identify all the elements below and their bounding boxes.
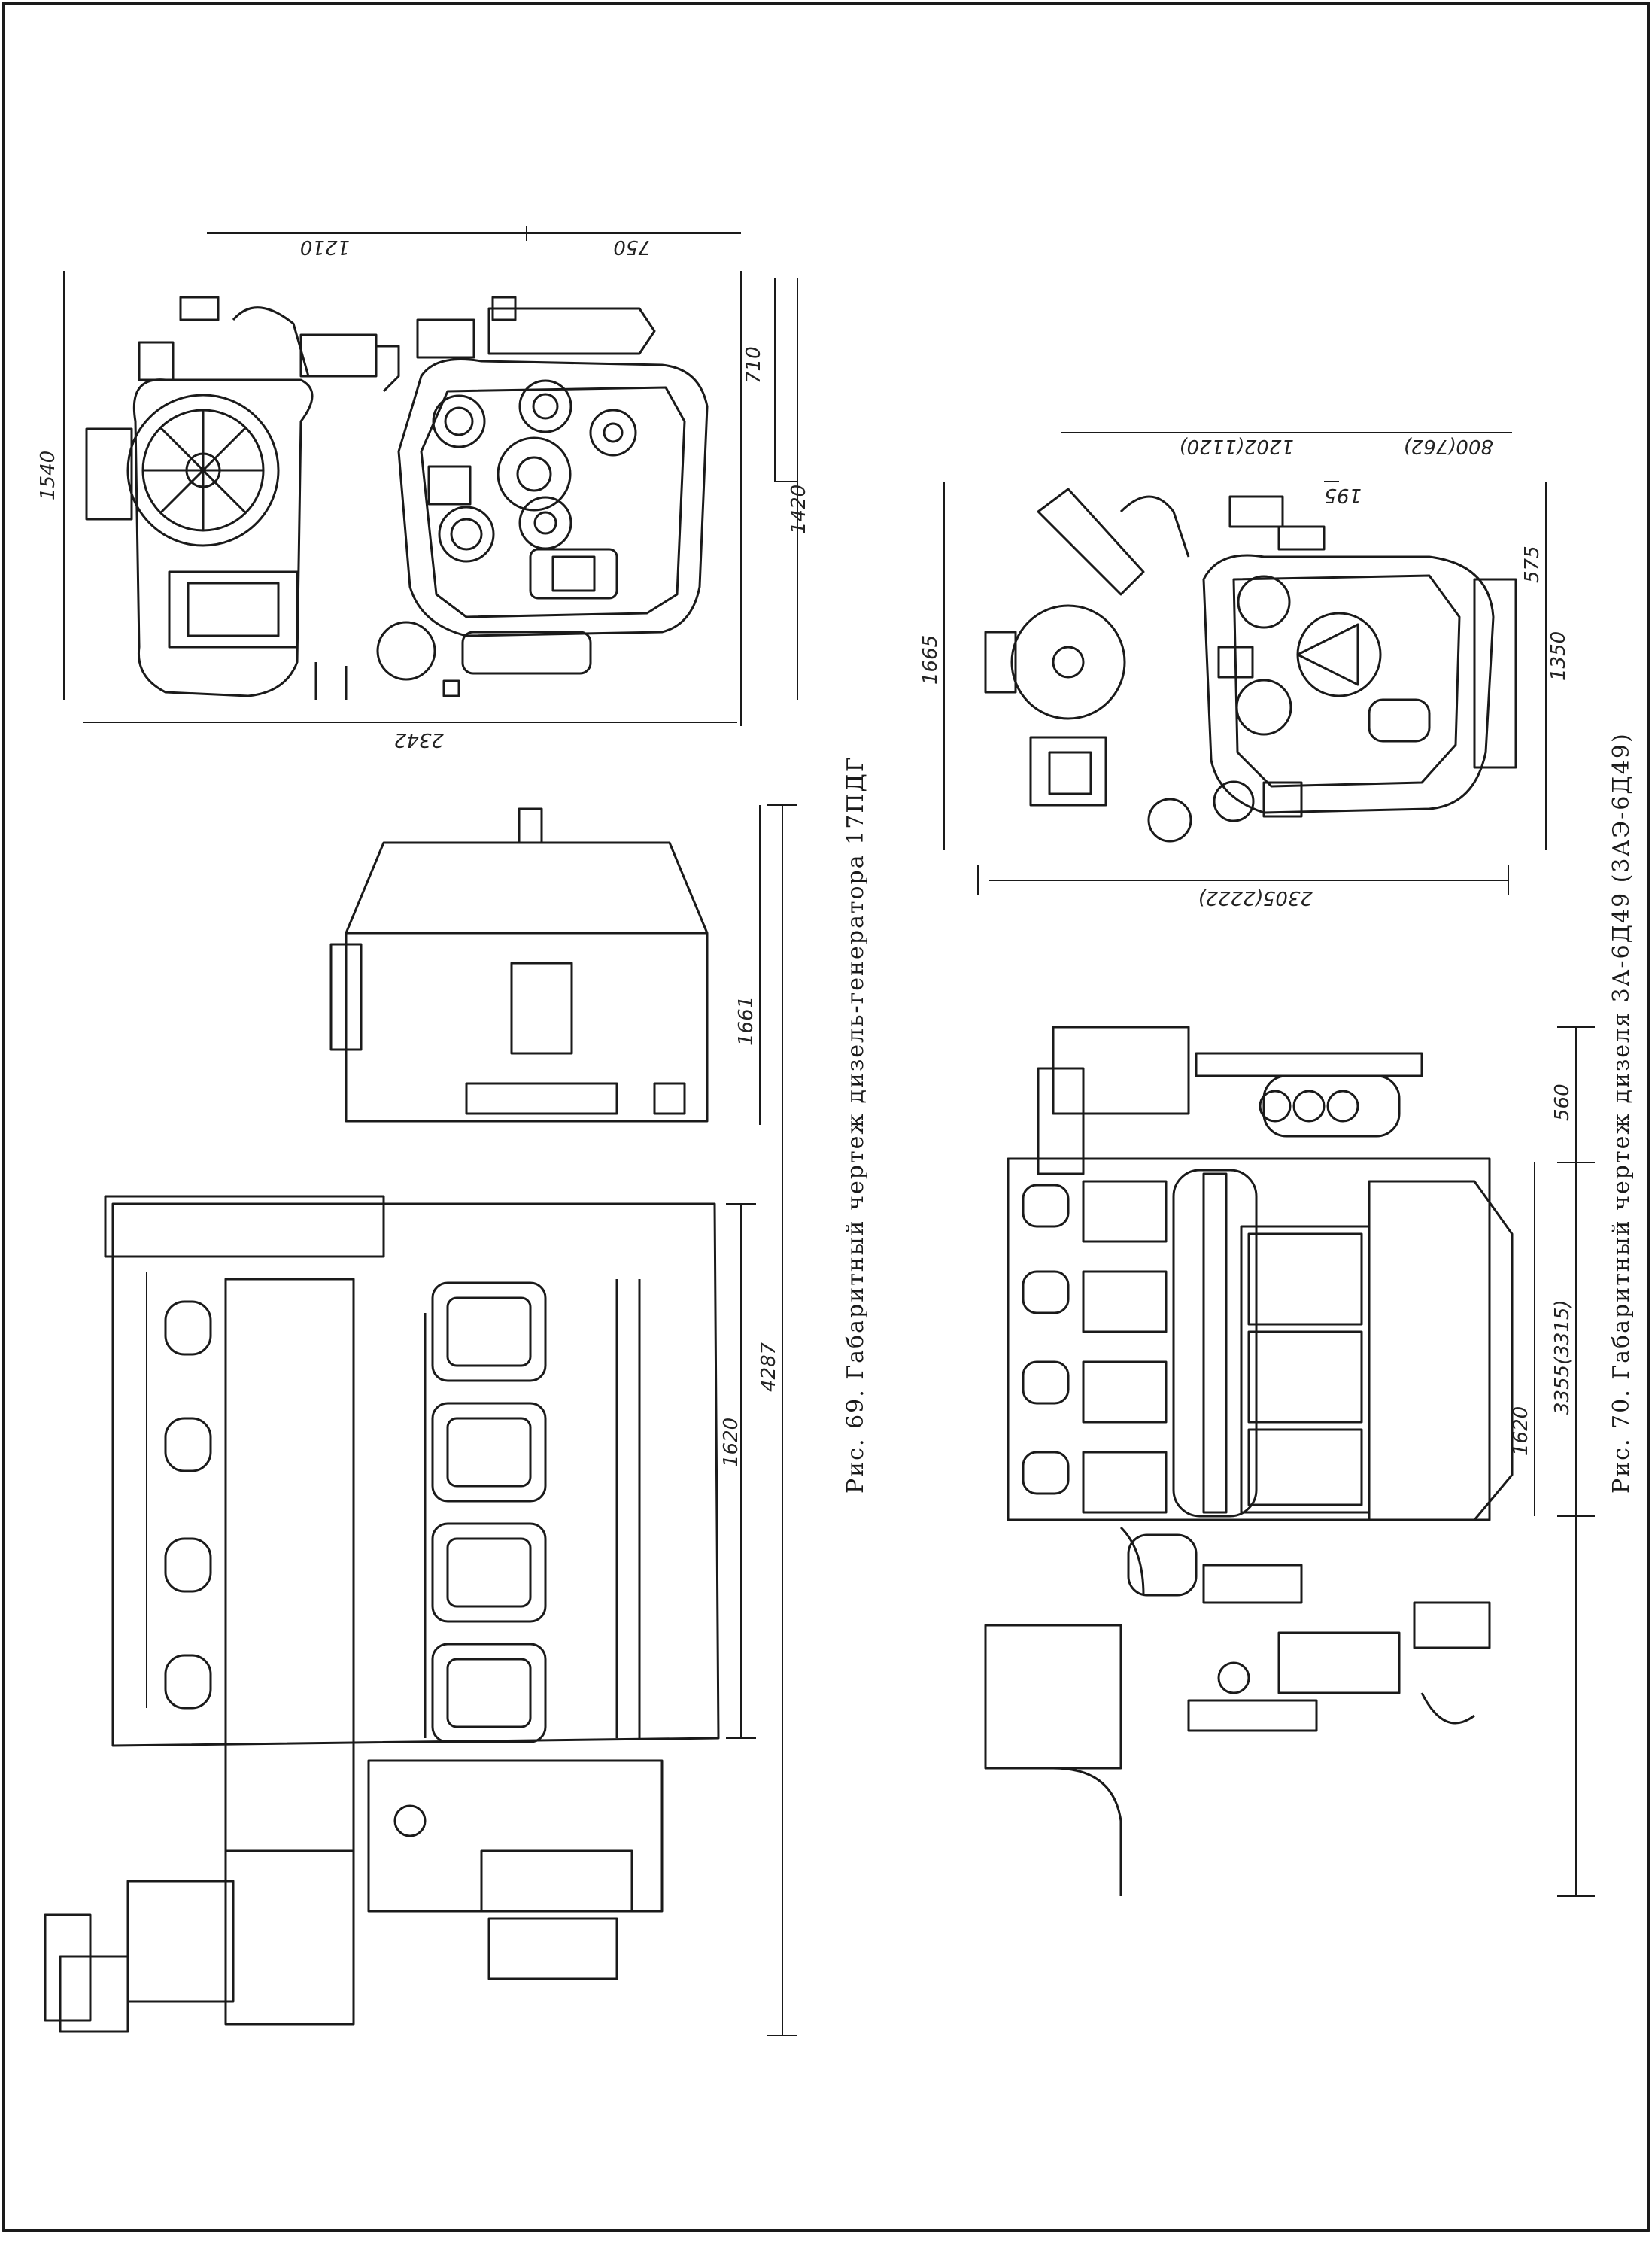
dim-69-1210: 1210 bbox=[300, 236, 350, 258]
dim-69-1661: 1661 bbox=[735, 996, 758, 1046]
dim-69-1540: 1540 bbox=[37, 451, 59, 500]
dim-69-710: 710 bbox=[742, 346, 765, 384]
dim-70-1350: 1350 bbox=[1547, 631, 1570, 681]
dim-70-1202: 1202(1120) bbox=[1179, 435, 1294, 457]
dim-70-1620: 1620 bbox=[1510, 1406, 1532, 1456]
fig70-side-view bbox=[984, 1026, 1595, 1897]
fig69-end-view bbox=[63, 226, 798, 726]
dim-69-750: 750 bbox=[613, 236, 651, 258]
figure-69-caption: Рис. 69. Габаритный чертеж дизель-генера… bbox=[843, 755, 869, 1494]
dim-70-3355: 3355(3315) bbox=[1551, 1299, 1574, 1415]
fig70-end-view bbox=[943, 432, 1547, 895]
figure-70-caption: Рис. 70. Габаритный чертеж дизеля 3А-6Д4… bbox=[1608, 732, 1635, 1494]
dim-70-1665: 1665 bbox=[919, 635, 942, 685]
dim-70-800: 800(762) bbox=[1403, 435, 1493, 457]
dim-70-560: 560 bbox=[1551, 1083, 1574, 1121]
fig69-side-view bbox=[44, 804, 797, 2036]
dim-70-195: 195 bbox=[1324, 484, 1362, 506]
dim-69-2342: 2342 bbox=[394, 728, 444, 751]
dim-69-1620: 1620 bbox=[720, 1418, 742, 1467]
dim-69-1420: 1420 bbox=[788, 485, 810, 534]
dim-69-4287: 4287 bbox=[758, 1342, 780, 1392]
dim-70-2305: 2305(2222) bbox=[1198, 886, 1313, 909]
dim-70-575: 575 bbox=[1521, 546, 1544, 583]
